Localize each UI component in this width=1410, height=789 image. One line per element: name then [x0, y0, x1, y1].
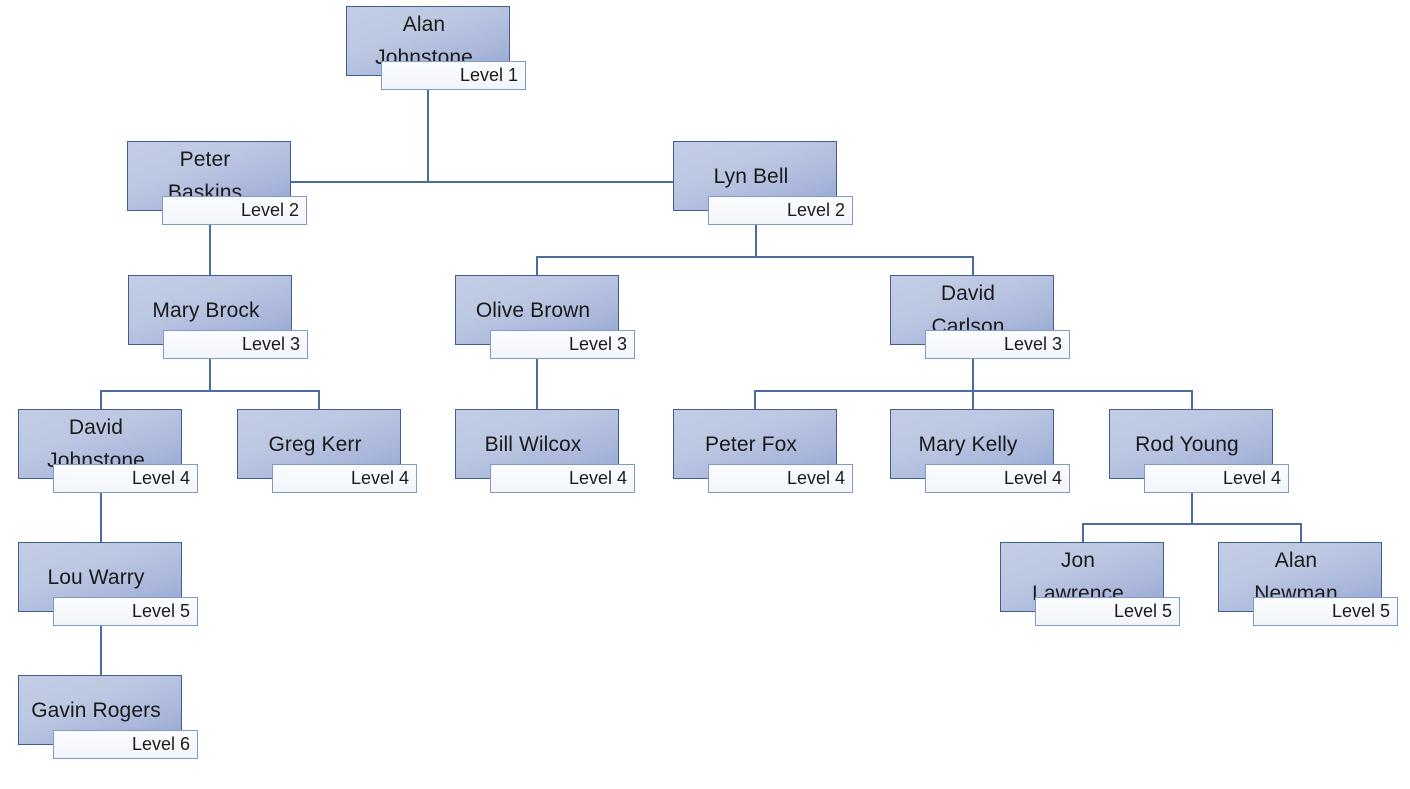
node-name: Greg Kerr	[268, 432, 362, 456]
connector-line	[755, 225, 757, 257]
connector-line	[754, 390, 756, 409]
connector-line	[100, 390, 320, 392]
connector-line	[427, 90, 429, 182]
node-level-label: Level 3	[925, 330, 1070, 359]
node-level-label: Level 5	[53, 597, 198, 626]
node-level-label: Level 4	[708, 464, 853, 493]
connector-line	[972, 256, 974, 275]
node-name: Mary Brock	[152, 298, 260, 322]
connector-line	[100, 626, 102, 675]
node-name: Olive Brown	[475, 298, 591, 322]
node-level-label: Level 4	[53, 464, 198, 493]
node-name: Lyn Bell	[713, 164, 789, 188]
connector-line	[536, 256, 973, 258]
node-level-label: Level 4	[1144, 464, 1289, 493]
node-level-label: Level 2	[708, 196, 853, 225]
connector-line	[291, 181, 673, 183]
connector-line	[972, 359, 974, 391]
connector-line	[1191, 390, 1193, 409]
connector-line	[536, 256, 538, 275]
node-level-label: Level 1	[381, 61, 526, 90]
connector-line	[318, 390, 320, 409]
connector-line	[209, 359, 211, 391]
connector-line	[1082, 523, 1300, 525]
node-level-label: Level 5	[1253, 597, 1398, 626]
node-level-label: Level 2	[162, 196, 307, 225]
node-level-label: Level 4	[925, 464, 1070, 493]
connector-line	[536, 359, 538, 409]
connector-line	[100, 390, 102, 409]
connector-line	[1191, 493, 1193, 524]
node-name: Peter Fox	[705, 432, 797, 456]
node-box: David Johnstone	[18, 409, 182, 479]
connector-line	[1082, 523, 1084, 542]
connector-line	[972, 390, 974, 409]
node-name: Rod Young	[1135, 432, 1239, 456]
node-level-label: Level 6	[53, 730, 198, 759]
connector-line	[100, 493, 102, 542]
connector-line	[209, 225, 211, 275]
node-level-label: Level 3	[163, 330, 308, 359]
node-level-label: Level 4	[272, 464, 417, 493]
node-box: Alan Johnstone	[346, 6, 510, 76]
node-name: Bill Wilcox	[484, 432, 582, 456]
node-level-label: Level 5	[1035, 597, 1180, 626]
node-name: Gavin Rogers	[31, 698, 161, 722]
node-name: Lou Warry	[47, 565, 145, 589]
connector-line	[1300, 523, 1302, 542]
node-name: Mary Kelly	[918, 432, 1018, 456]
node-level-label: Level 3	[490, 330, 635, 359]
node-level-label: Level 4	[490, 464, 635, 493]
